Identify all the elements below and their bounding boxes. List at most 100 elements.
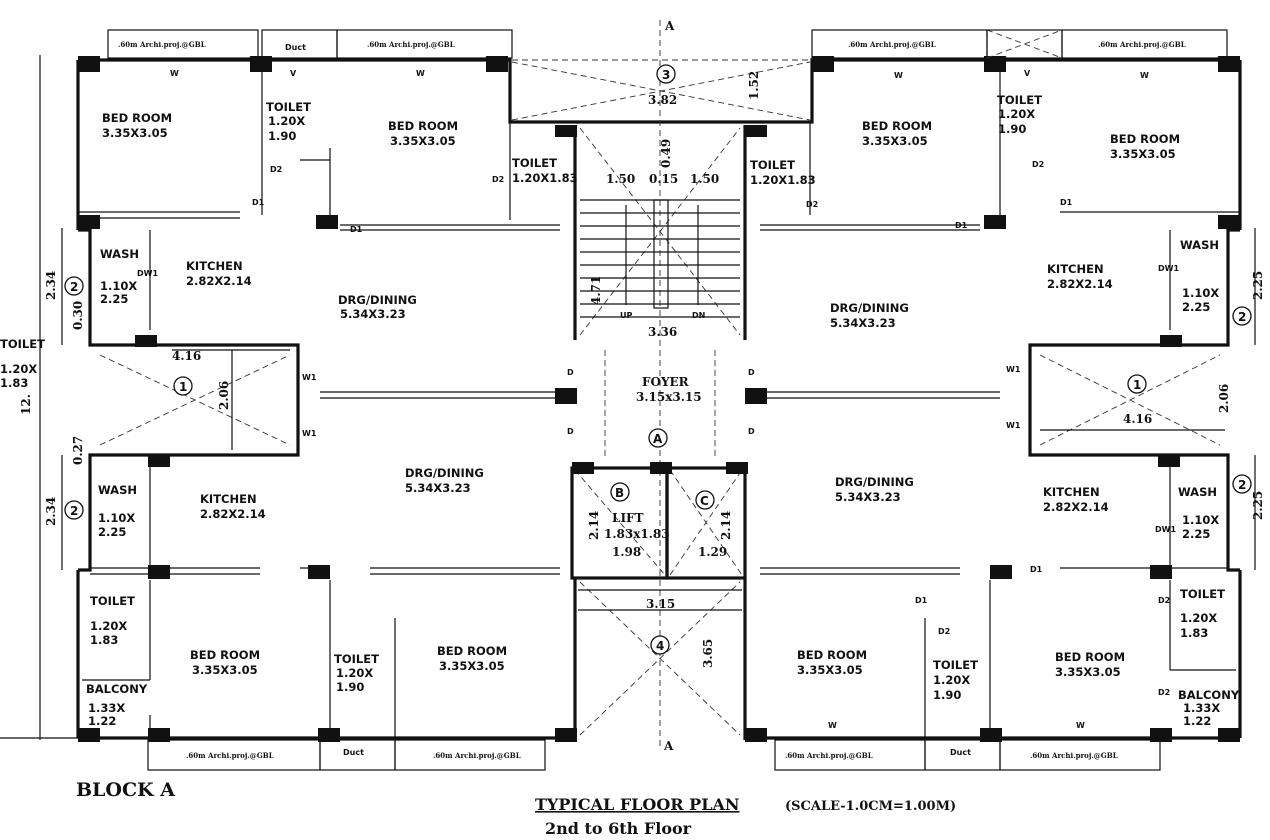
dim-336: 3.36 — [648, 325, 677, 339]
dim-225-tr: 2.25 — [1251, 271, 1265, 300]
plan-scale: (SCALE-1.0CM=1.00M) — [785, 799, 956, 814]
room-size-drg-br: 5.34X3.23 — [835, 490, 901, 504]
room-size-toilet-tr-a: 1.20X — [998, 107, 1035, 121]
stair-treads — [580, 199, 740, 318]
room-size-drg-bl: 5.34X3.23 — [405, 481, 471, 495]
room-size-wash-br-b: 2.25 — [1182, 527, 1210, 541]
room-label-wash-br: WASH — [1178, 485, 1217, 499]
svg-text:W: W — [1076, 721, 1085, 730]
room-label-toilet-bcr: TOILET — [933, 658, 978, 672]
room-size-toilet-br-c: 1.83 — [1180, 626, 1208, 640]
room-label-kitchen-tl: KITCHEN — [186, 259, 243, 273]
dim-015: 0.15 — [649, 172, 678, 186]
room-label-wash-bl: WASH — [98, 483, 137, 497]
svg-text:UP: UP — [620, 311, 632, 320]
svg-text:4: 4 — [656, 639, 664, 653]
room-size-wash-tr-b: 2.25 — [1182, 300, 1210, 314]
dim-471: 4.71 — [589, 276, 603, 305]
room-size-wash-bl-a: 1.10X — [98, 511, 135, 525]
section-mark-bottom: A — [663, 739, 674, 753]
svg-text:D2: D2 — [938, 627, 950, 636]
svg-text:W1: W1 — [302, 429, 317, 438]
room-size-toilet-tl-b: 1.90 — [268, 129, 296, 143]
section-mark-top: A — [664, 19, 675, 33]
room-size-balcony-bl-a: 1.33X — [88, 701, 125, 715]
room-size-toilet-offsheet-c: 1.83 — [0, 376, 28, 390]
marker-2-tl: 2 — [64, 276, 84, 296]
marker-1-right: 1 — [1127, 374, 1147, 394]
svg-text:2: 2 — [70, 280, 78, 294]
dim-12: 12. — [19, 394, 33, 415]
svg-text:2: 2 — [70, 504, 78, 518]
svg-text:W1: W1 — [1006, 365, 1021, 374]
room-size-drg-tr: 5.34X3.23 — [830, 316, 896, 330]
marker-a: A — [648, 428, 668, 448]
room-size-kitchen-bl: 2.82X2.14 — [200, 507, 266, 521]
dim-152: 1.52 — [747, 71, 761, 100]
room-size-bed-tr2: 3.35X3.05 — [1110, 147, 1176, 161]
room-size-toilet-bl-c: 1.83 — [90, 633, 118, 647]
svg-text:C: C — [700, 494, 709, 508]
dim-315: 3.15 — [646, 597, 675, 611]
svg-text:A: A — [653, 432, 663, 446]
svg-text:D2: D2 — [806, 200, 818, 209]
svg-text:1: 1 — [179, 380, 187, 394]
room-size-wash-tr-a: 1.10X — [1182, 286, 1219, 300]
dim-416-right: 4.16 — [1123, 412, 1152, 426]
setback-note-br2: .60m Archi.proj.@GBL — [1030, 751, 1118, 760]
room-size-toilet-bl-a: 1.20X — [90, 619, 127, 633]
svg-text:D2: D2 — [1032, 160, 1044, 169]
room-label-bed-tc: BED ROOM — [388, 119, 458, 133]
duct-label-bl: Duct — [343, 748, 364, 757]
svg-text:D2: D2 — [492, 175, 504, 184]
room-label-drg-bl: DRG/DINING — [405, 466, 484, 480]
svg-text:DW1: DW1 — [137, 269, 158, 278]
svg-text:D1: D1 — [252, 198, 265, 207]
room-size-wash-bl-b: 2.25 — [98, 525, 126, 539]
room-label-wash-tl: WASH — [100, 247, 139, 261]
room-label-drg-br: DRG/DINING — [835, 475, 914, 489]
room-label-bed-br2: BED ROOM — [1055, 650, 1125, 664]
svg-text:D: D — [748, 427, 755, 436]
dim-365: 3.65 — [701, 639, 715, 668]
svg-text:D: D — [748, 368, 755, 377]
room-size-bed-br2: 3.35X3.05 — [1055, 665, 1121, 679]
room-label-toilet-br: TOILET — [1180, 587, 1225, 601]
room-label-drg-tl: DRG/DINING — [338, 293, 417, 307]
dim-030-tl: 0.30 — [71, 301, 85, 330]
block-label: BLOCK A — [76, 779, 175, 801]
room-size-balcony-br-a: 1.33X — [1183, 701, 1220, 715]
marker-2-tr: 2 — [1232, 306, 1252, 326]
room-label-bed-tr2: BED ROOM — [1110, 132, 1180, 146]
room-label-balcony-bl: BALCONY — [86, 682, 148, 696]
projection-boxes — [107, 29, 1228, 771]
room-label-bed-br1: BED ROOM — [797, 648, 867, 662]
room-size-kitchen-br: 2.82X2.14 — [1043, 500, 1109, 514]
dim-225-br: 2.25 — [1251, 491, 1265, 520]
svg-text:W: W — [416, 69, 425, 78]
dim-416-left: 4.16 — [172, 349, 201, 363]
room-label-balcony-br: BALCONY — [1178, 688, 1240, 702]
room-size-toilet-tc: 1.20X1.83 — [512, 171, 578, 185]
room-size-toilet-tr-b: 1.90 — [998, 122, 1026, 136]
svg-text:D1: D1 — [955, 221, 968, 230]
dim-198: 1.98 — [612, 545, 641, 559]
room-size-balcony-br-b: 1.22 — [1183, 714, 1211, 728]
svg-text:W: W — [170, 69, 179, 78]
room-size-bed-br1: 3.35X3.05 — [797, 663, 863, 677]
svg-text:D: D — [567, 368, 574, 377]
room-label-foyer: FOYER — [642, 375, 690, 389]
room-size-bed-tc: 3.35X3.05 — [390, 134, 456, 148]
opening-tags: W V W W V W D1 D2 D1 D2 D2 D2 D1 D1 DW1 … — [137, 69, 1179, 730]
room-size-toilet-bcr-a: 1.20X — [933, 673, 970, 687]
dim-206-left: 2.06 — [217, 381, 231, 410]
room-label-wash-tr: WASH — [1180, 238, 1219, 252]
duct-label-top: Duct — [285, 43, 306, 52]
room-label-toilet-bc: TOILET — [334, 652, 379, 666]
room-size-bed-tr1: 3.35X3.05 — [862, 134, 928, 148]
room-size-toilet-tl-a: 1.20X — [268, 114, 305, 128]
dimension-lines — [0, 55, 1256, 740]
room-size-bed-bl: 3.35X3.05 — [192, 663, 258, 677]
room-label-toilet-tr: TOILET — [997, 93, 1042, 107]
room-size-wash-tl-b: 2.25 — [100, 292, 128, 306]
